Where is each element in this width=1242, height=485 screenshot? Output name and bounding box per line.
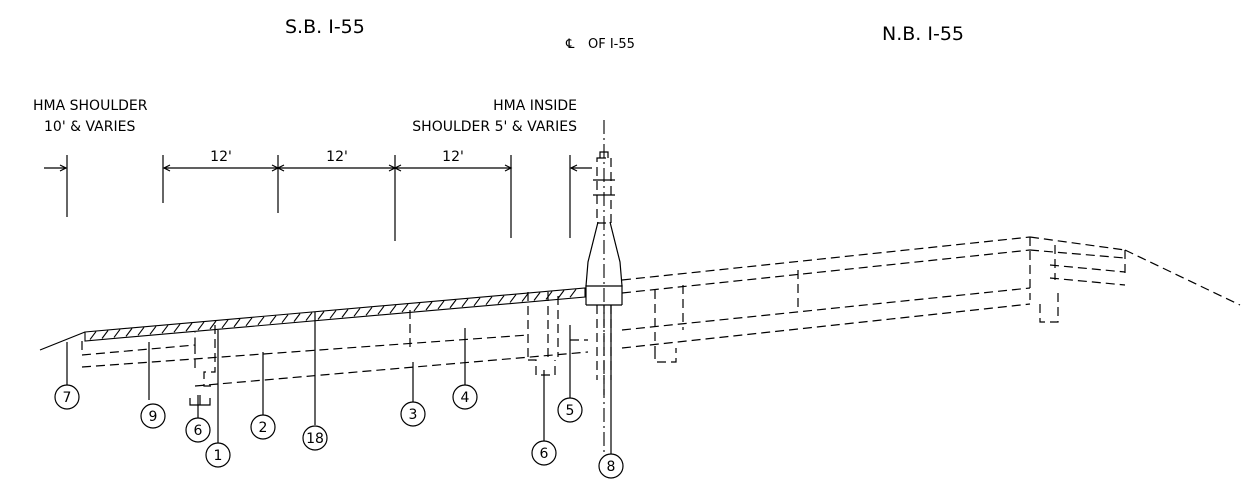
callout-4: 4 (452, 384, 478, 410)
lane-1-width-label: 12' (210, 149, 232, 165)
hatch-mark (497, 295, 505, 304)
hatch-mark (149, 325, 157, 335)
hatch-mark (353, 307, 361, 317)
hatch-mark (281, 314, 289, 323)
svg-text:4: 4 (461, 390, 470, 406)
hatch-mark (161, 324, 169, 334)
callout-5: 5 (557, 397, 583, 423)
callout-bubbles: 7 9 6 1 2 18 3 4 6 5 8 (54, 384, 624, 479)
callout-1: 1 (205, 442, 231, 468)
hatch-mark (137, 327, 145, 336)
callout-8: 8 (598, 453, 624, 479)
northbound-heading: N.B. I-55 (882, 23, 964, 45)
hatch-mark (485, 296, 493, 306)
hatch-mark (377, 305, 385, 315)
callout-7: 7 (54, 384, 80, 410)
callout-18: 18 (302, 425, 328, 451)
hatch-mark (173, 323, 181, 333)
leader-lines (66, 305, 612, 454)
callout-2: 2 (250, 414, 276, 440)
callout-6-southbound: 6 (185, 417, 211, 443)
hatch-mark (389, 304, 397, 314)
outside-shoulder-note-line2: 10' & VARIES (44, 119, 135, 135)
hatch-mark (113, 329, 121, 338)
callout-9: 9 (140, 403, 166, 429)
lane-3-width-label: 12' (442, 149, 464, 165)
hatch-mark (101, 330, 109, 339)
hatch-mark (437, 300, 445, 310)
centerline-symbol: ℄ (565, 37, 575, 52)
callout-3: 3 (400, 401, 426, 427)
hatch-mark (305, 312, 313, 321)
hatch-mark (533, 292, 541, 301)
hatch-mark (473, 297, 481, 307)
hatch-mark (425, 301, 433, 311)
hatch-mark (413, 302, 421, 312)
svg-text:5: 5 (566, 403, 575, 419)
hatch-mark (509, 294, 517, 303)
northbound-pavement (621, 236, 1241, 363)
dimension-lines (44, 155, 592, 241)
hatch-mark (329, 310, 337, 319)
svg-text:1: 1 (214, 448, 223, 464)
hatch-mark (185, 322, 193, 332)
hatch-mark (257, 316, 265, 326)
outside-shoulder-note-line1: HMA SHOULDER (33, 98, 148, 114)
svg-text:9: 9 (149, 409, 158, 425)
southbound-heading: S.B. I-55 (285, 16, 365, 38)
hatch-mark (365, 306, 373, 316)
hatch-mark (401, 303, 409, 313)
svg-text:8: 8 (607, 459, 616, 475)
hatch-mark (545, 291, 553, 300)
hatch-mark (209, 320, 217, 330)
svg-text:2: 2 (259, 420, 268, 436)
hatch-mark (221, 319, 229, 329)
svg-text:6: 6 (540, 446, 549, 462)
callout-6-median: 6 (531, 440, 557, 466)
svg-text:6: 6 (194, 423, 203, 439)
hatch-mark (89, 331, 97, 340)
southbound-pavement (39, 287, 589, 406)
hatch-mark (269, 315, 277, 325)
hatch-mark (317, 311, 325, 320)
hatch-mark (521, 293, 529, 302)
svg-text:3: 3 (409, 407, 418, 423)
lane-2-width-label: 12' (326, 149, 348, 165)
hatch-mark (461, 298, 469, 308)
svg-text:7: 7 (63, 390, 72, 406)
hatch-mark (341, 309, 349, 318)
centerline-heading: OF I-55 (588, 37, 635, 52)
hatch-mark (233, 318, 241, 328)
hatch-mark (197, 321, 205, 331)
svg-text:18: 18 (306, 431, 324, 447)
inside-shoulder-note-line2: SHOULDER 5' & VARIES (412, 119, 577, 135)
hatch-mark (569, 288, 577, 298)
hatch-mark (557, 290, 565, 299)
hatch-mark (125, 328, 133, 337)
hatch-mark (449, 299, 457, 309)
hatch-mark (293, 313, 301, 322)
hatch-mark (245, 317, 253, 327)
inside-shoulder-note-line1: HMA INSIDE (493, 98, 577, 114)
